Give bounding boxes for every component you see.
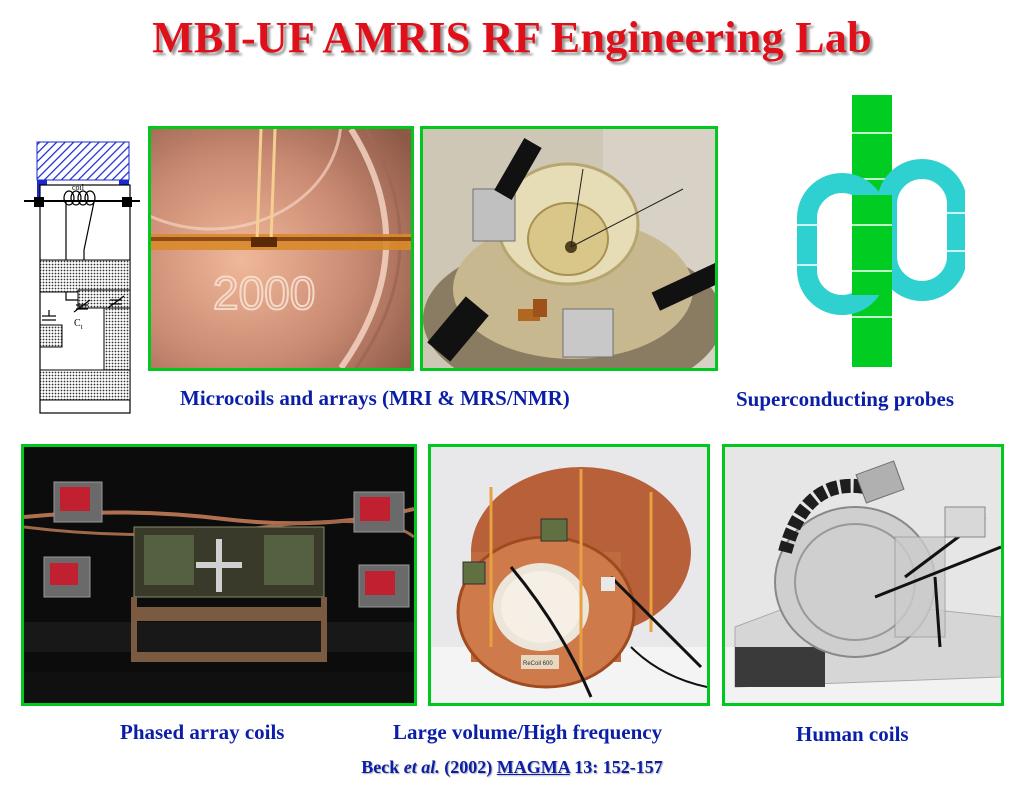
cap-label: Ct xyxy=(74,318,83,331)
caption-human-coils: Human coils xyxy=(796,722,909,746)
coin-year-text: 2000 xyxy=(213,267,315,319)
caption-microcoils: Microcoils and arrays (MRI & MRS/NMR) xyxy=(180,386,570,410)
coil-tag-text: ReCoil 600 xyxy=(523,661,553,667)
phased-array-photo xyxy=(21,444,417,706)
caption-superconducting: Superconducting probes xyxy=(736,387,955,411)
microcoil-array-photo xyxy=(420,126,718,371)
citation-journal-link[interactable]: MAGMA xyxy=(496,757,570,777)
caption-large-volume: Large volume/High frequency xyxy=(393,720,663,744)
microcoil-coin-photo: 2000 xyxy=(148,126,414,371)
coil-label: coil xyxy=(72,183,85,192)
human-coils-photo xyxy=(722,444,1004,706)
citation-reference: Beck et al. (2002) MAGMA 13: 152-157 xyxy=(0,757,1024,778)
slide-title: MBI-UF AMRIS RF Engineering Lab xyxy=(152,13,872,62)
coil-schematic-diagram: coil Ct xyxy=(24,140,140,415)
superconducting-probe-diagram xyxy=(795,95,967,375)
citation-etal: et al. xyxy=(403,757,440,777)
citation-author: Beck xyxy=(361,757,400,777)
citation-volume-pages: 13: 152-157 xyxy=(574,757,663,777)
caption-phased-array: Phased array coils xyxy=(120,720,285,744)
large-volume-coil-photo: ReCoil 600 xyxy=(428,444,710,706)
citation-year: (2002) xyxy=(444,757,493,777)
